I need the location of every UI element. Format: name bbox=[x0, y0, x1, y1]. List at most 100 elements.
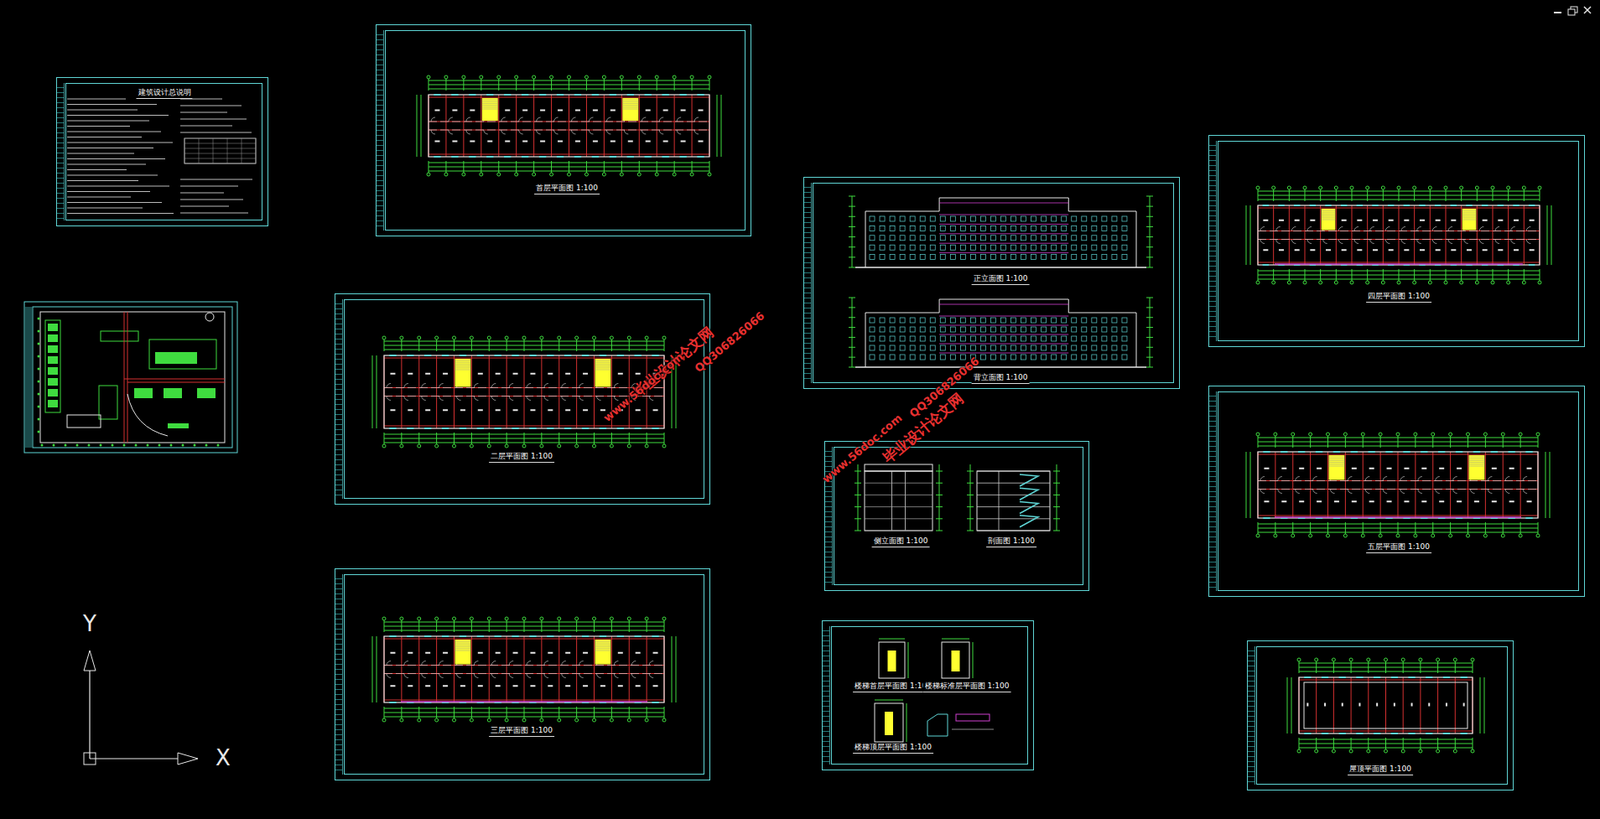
axis-bubble bbox=[1272, 280, 1276, 285]
axis-bubble bbox=[1396, 432, 1400, 437]
room-tag bbox=[1278, 249, 1284, 251]
window bbox=[950, 254, 956, 260]
window bbox=[889, 254, 895, 260]
axis-bubble bbox=[1384, 749, 1388, 754]
stair-tread bbox=[455, 644, 472, 646]
door-swing bbox=[1479, 227, 1484, 232]
door-swing bbox=[1330, 489, 1336, 494]
drawing-title: 四层平面图 1:100 bbox=[1366, 291, 1432, 303]
axis-bubble bbox=[1331, 658, 1336, 662]
door-swing bbox=[1307, 227, 1312, 232]
detail-profile bbox=[927, 714, 948, 737]
window bbox=[899, 235, 905, 241]
stair-tread bbox=[1462, 210, 1477, 212]
door-swing bbox=[448, 117, 453, 122]
note-line bbox=[180, 112, 228, 114]
axis-bubble bbox=[479, 172, 484, 177]
axis-bubble bbox=[540, 336, 544, 340]
window bbox=[909, 235, 915, 241]
window bbox=[1309, 204, 1316, 207]
stair-tread bbox=[622, 99, 639, 101]
dimension-tick bbox=[488, 620, 490, 633]
axis-bubble bbox=[567, 172, 572, 177]
drawing-sheet: 四层平面图 1:100 bbox=[1208, 135, 1585, 348]
note-line bbox=[67, 114, 169, 116]
window bbox=[644, 93, 652, 96]
room-tag bbox=[495, 685, 501, 687]
axis-line bbox=[674, 94, 676, 157]
dimension-tick bbox=[428, 78, 430, 91]
room-tag bbox=[460, 685, 466, 687]
window bbox=[1420, 451, 1428, 453]
axis-line bbox=[436, 355, 437, 429]
axis-line bbox=[506, 636, 508, 703]
axis-bubble bbox=[522, 718, 526, 723]
stair-tread bbox=[1321, 213, 1336, 215]
room-tag bbox=[1509, 500, 1515, 503]
window bbox=[909, 354, 915, 360]
drawing-sheet: 侧立面图 1:100剖面图 1:100 bbox=[824, 441, 1090, 592]
building-footprint bbox=[155, 352, 198, 364]
window bbox=[970, 345, 976, 351]
table-rule bbox=[184, 148, 256, 150]
axis-bubble bbox=[609, 336, 613, 340]
dimension-line bbox=[972, 642, 974, 679]
drain-mark bbox=[1358, 703, 1361, 707]
axis-x bbox=[89, 758, 178, 759]
stair bbox=[1321, 208, 1336, 231]
room-tag bbox=[1482, 249, 1488, 251]
window bbox=[919, 244, 925, 250]
window bbox=[970, 336, 976, 342]
dimension-tick bbox=[1288, 269, 1290, 281]
note-line bbox=[67, 153, 135, 155]
window bbox=[634, 635, 642, 638]
door-swing bbox=[1385, 227, 1390, 232]
door-swing bbox=[588, 117, 593, 122]
door-swing bbox=[597, 396, 602, 401]
stair-tread bbox=[455, 362, 472, 364]
note-line bbox=[180, 125, 233, 127]
dimension-tick bbox=[603, 161, 605, 173]
axis-bubble bbox=[1343, 432, 1347, 437]
axis-label: X bbox=[215, 745, 231, 771]
window bbox=[899, 336, 905, 342]
door-swing bbox=[1511, 227, 1516, 232]
axis-bubble bbox=[1366, 749, 1371, 754]
sheet-inner-frame bbox=[1217, 140, 1580, 342]
window bbox=[980, 345, 986, 351]
dimension-tick bbox=[384, 706, 385, 719]
window bbox=[679, 93, 686, 96]
dimension-tick bbox=[1432, 436, 1434, 448]
window bbox=[960, 327, 966, 333]
axis-line bbox=[638, 94, 640, 157]
drawing-title: 首层平面图 1:100 bbox=[534, 183, 600, 195]
stair-tread bbox=[455, 367, 472, 369]
room-tag bbox=[1372, 249, 1378, 251]
door-swing bbox=[694, 117, 699, 122]
stair-tread bbox=[595, 643, 612, 645]
dimension-line bbox=[416, 94, 418, 157]
window bbox=[1091, 336, 1097, 342]
window bbox=[424, 427, 432, 430]
dimension-tick bbox=[436, 339, 437, 352]
window bbox=[1122, 317, 1128, 323]
room-tag bbox=[1421, 500, 1427, 503]
door-swing bbox=[491, 674, 496, 679]
room-tag bbox=[1421, 467, 1427, 470]
window bbox=[486, 155, 494, 158]
dimension-tick bbox=[1309, 522, 1311, 535]
title-strip bbox=[335, 574, 343, 775]
axis-bubble bbox=[1326, 432, 1330, 437]
sheet-inner bbox=[32, 306, 233, 448]
axis-bubble bbox=[654, 75, 659, 79]
window bbox=[1339, 676, 1346, 679]
window bbox=[1041, 254, 1047, 260]
window bbox=[990, 336, 996, 342]
window bbox=[1443, 732, 1450, 735]
window bbox=[1001, 317, 1007, 323]
window bbox=[1465, 204, 1472, 207]
stair-tread bbox=[595, 648, 612, 650]
axis-bubble bbox=[1428, 280, 1432, 285]
room-tag bbox=[1263, 500, 1269, 503]
axis-bubble bbox=[619, 75, 624, 79]
